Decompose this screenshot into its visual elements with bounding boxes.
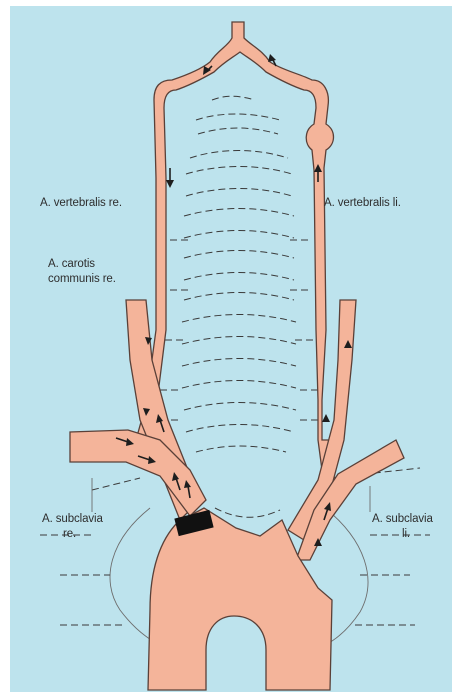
label-vertebralis-right: A. vertebralis re. [40,196,122,210]
label-subclavia-right-line1: A. subclavia [42,512,103,526]
label-carotis-line1: A. carotis [48,257,95,271]
vertebral-arteries [136,22,334,470]
label-vertebralis-left: A. vertebralis li. [324,196,401,210]
label-carotis-line2: communis re. [48,272,116,286]
right-subclavian [70,430,206,516]
label-subclavia-right-line2: re. [63,527,76,541]
label-subclavia-left-line1: A. subclavia [372,512,433,526]
label-subclavia-left-line2: li. [402,527,410,541]
